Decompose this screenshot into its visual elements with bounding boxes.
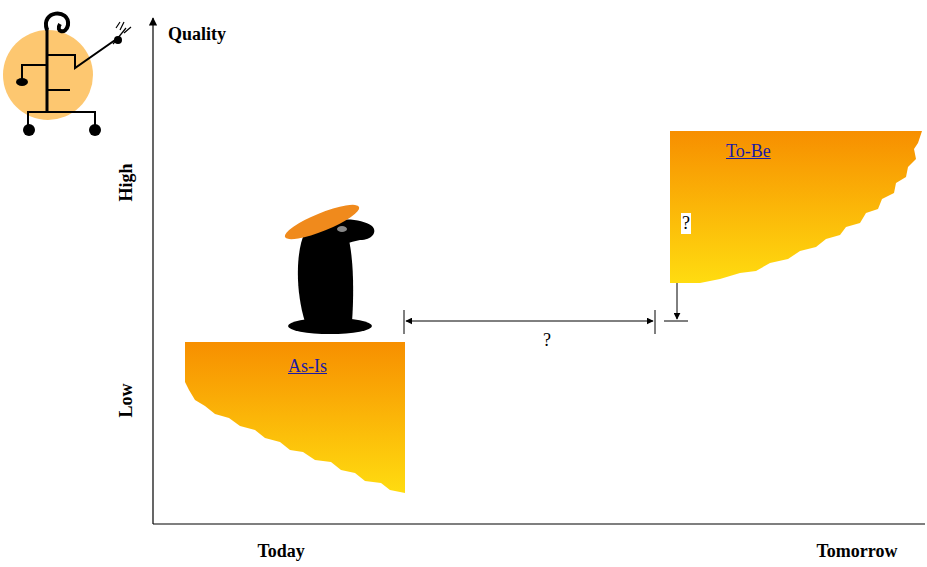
standing-figure [282, 199, 375, 334]
cliff-shape [670, 131, 922, 283]
axis-level: High [116, 163, 137, 201]
logo [3, 14, 131, 136]
gap-question: ? [542, 330, 552, 351]
axis-level: Low [116, 383, 137, 417]
gap-dimension [404, 310, 655, 334]
x-axis [153, 523, 925, 524]
axis-time: Tomorrow [817, 541, 898, 562]
state-label: To-Be [726, 141, 771, 162]
state-label: As-Is [288, 356, 327, 377]
gap-question: ? [681, 213, 691, 234]
axis-title: Quality [168, 24, 226, 45]
quality-cliff: As-Is [185, 342, 405, 493]
y-axis [152, 18, 153, 524]
axis-time: Today [258, 541, 305, 562]
quality-cliff: To-Be [670, 131, 922, 283]
